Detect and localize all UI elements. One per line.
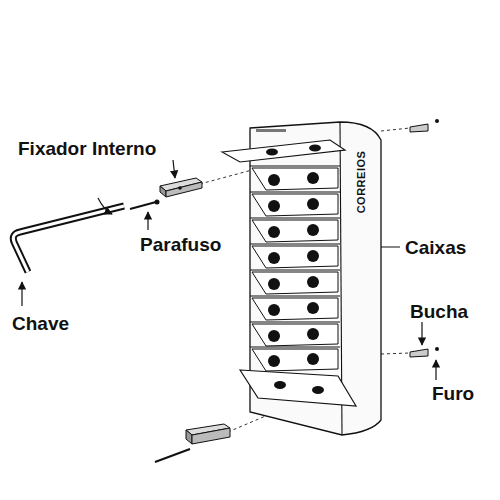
internal-fixer — [160, 178, 202, 197]
screw — [130, 200, 160, 210]
allen-key — [13, 198, 124, 272]
part-label: Caixas — [405, 238, 466, 257]
part-label: Chave — [12, 314, 69, 333]
part-label: Bucha — [410, 302, 468, 321]
internal-fixer-bottom — [155, 424, 230, 462]
part-label: Furo — [432, 384, 474, 403]
cabinet-node: CORREIOS — [215, 110, 385, 440]
part-label: Parafuso — [140, 235, 221, 254]
part-label: Fixador Interno — [18, 139, 156, 158]
cabinet-brand-text: CORREIOS — [356, 151, 367, 214]
